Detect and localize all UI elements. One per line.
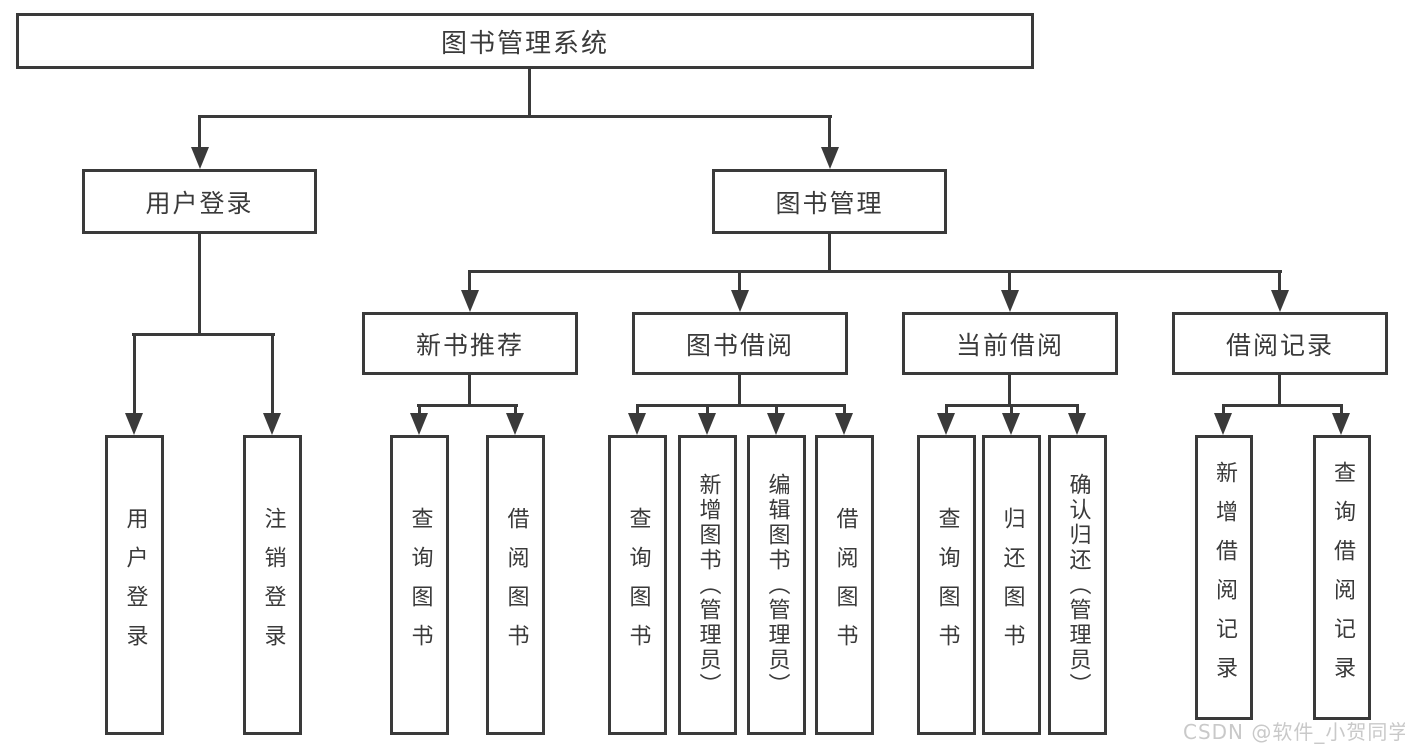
leaf-current-return-books: 归还图书 bbox=[982, 435, 1041, 735]
connector-vline bbox=[706, 404, 709, 417]
connector-vline bbox=[528, 66, 531, 118]
connector-vline bbox=[198, 115, 201, 151]
connector-vline bbox=[945, 404, 948, 417]
leaf-borrow-borrow-books: 借阅图书 bbox=[815, 435, 874, 735]
connector-vline bbox=[843, 404, 846, 417]
node-library-management-system: 图书管理系统 bbox=[16, 13, 1034, 69]
connector-hline bbox=[636, 404, 846, 407]
leaf-records-query-record: 查询借阅记录 bbox=[1313, 435, 1371, 720]
connector-vline bbox=[828, 115, 831, 151]
arrowhead-down-icon bbox=[191, 147, 209, 169]
leaf-rec-borrow-books: 借阅图书 bbox=[486, 435, 545, 735]
node-user-login: 用户登录 bbox=[82, 169, 317, 234]
arrowhead-down-icon bbox=[1332, 413, 1350, 435]
leaf-borrow-edit-books-admin: 编辑图书（管理员） bbox=[747, 435, 806, 735]
arrowhead-down-icon bbox=[698, 413, 716, 435]
leaf-user-login: 用户登录 bbox=[105, 435, 164, 735]
leaf-logout: 注销登录 bbox=[243, 435, 302, 735]
arrowhead-down-icon bbox=[821, 147, 839, 169]
connector-vline bbox=[133, 333, 136, 415]
connector-vline bbox=[198, 233, 201, 335]
leaf-borrow-query-books: 查询图书 bbox=[608, 435, 667, 735]
connector-vline bbox=[1340, 404, 1343, 417]
leaf-current-query-books: 查询图书 bbox=[917, 435, 976, 735]
leaf-current-confirm-return-admin: 确认归还（管理员） bbox=[1048, 435, 1107, 735]
connector-vline bbox=[738, 270, 741, 294]
connector-vline bbox=[1278, 270, 1281, 294]
connector-vline bbox=[738, 374, 741, 407]
leaf-rec-query-books: 查询图书 bbox=[390, 435, 449, 735]
connector-hline bbox=[417, 404, 518, 407]
arrowhead-down-icon bbox=[410, 413, 428, 435]
connector-vline bbox=[1010, 404, 1013, 417]
arrowhead-down-icon bbox=[1271, 290, 1289, 312]
arrowhead-down-icon bbox=[461, 290, 479, 312]
leaf-borrow-add-books-admin: 新增图书（管理员） bbox=[678, 435, 737, 735]
connector-hline bbox=[468, 270, 1282, 273]
arrowhead-down-icon bbox=[1068, 413, 1086, 435]
connector-vline bbox=[514, 404, 517, 417]
connector-vline bbox=[828, 233, 831, 273]
node-new-book-recommendation: 新书推荐 bbox=[362, 312, 578, 375]
arrowhead-down-icon bbox=[1001, 290, 1019, 312]
node-book-borrowing: 图书借阅 bbox=[632, 312, 848, 375]
leaf-records-add-record: 新增借阅记录 bbox=[1195, 435, 1253, 720]
arrowhead-down-icon bbox=[1214, 413, 1232, 435]
arrowhead-down-icon bbox=[125, 413, 143, 435]
connector-vline bbox=[418, 404, 421, 417]
arrowhead-down-icon bbox=[767, 413, 785, 435]
node-current-borrowing: 当前借阅 bbox=[902, 312, 1118, 375]
arrowhead-down-icon bbox=[1002, 413, 1020, 435]
connector-vline bbox=[468, 374, 471, 407]
connector-vline bbox=[1222, 404, 1225, 417]
arrowhead-down-icon bbox=[628, 413, 646, 435]
arrowhead-down-icon bbox=[731, 290, 749, 312]
arrowhead-down-icon bbox=[937, 413, 955, 435]
watermark-text: CSDN @软件_小贺同学 bbox=[1183, 720, 1405, 744]
arrowhead-down-icon bbox=[506, 413, 524, 435]
node-book-management: 图书管理 bbox=[712, 169, 947, 234]
connector-vline bbox=[468, 270, 471, 294]
node-borrowing-records: 借阅记录 bbox=[1172, 312, 1388, 375]
connector-vline bbox=[636, 404, 639, 417]
connector-vline bbox=[775, 404, 778, 417]
arrowhead-down-icon bbox=[263, 413, 281, 435]
connector-vline bbox=[1008, 374, 1011, 407]
connector-hline bbox=[198, 115, 832, 118]
connector-hline bbox=[1222, 404, 1343, 407]
connector-vline bbox=[271, 333, 274, 415]
connector-vline bbox=[1076, 404, 1079, 417]
connector-vline bbox=[1278, 374, 1281, 407]
connector-hline bbox=[132, 333, 275, 336]
arrowhead-down-icon bbox=[835, 413, 853, 435]
connector-vline bbox=[1008, 270, 1011, 294]
